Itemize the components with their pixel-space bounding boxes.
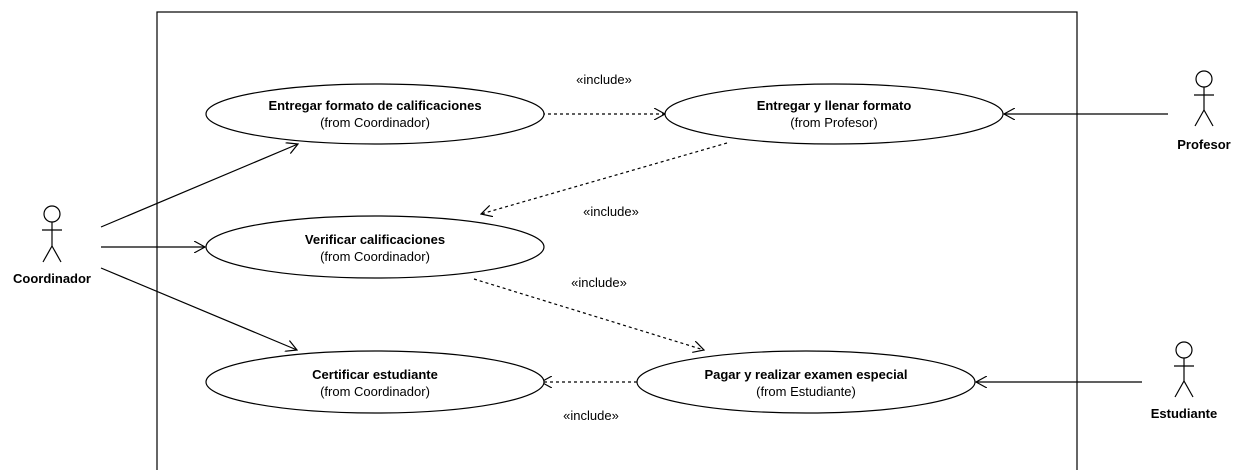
actor-label-profesor: Profesor: [1177, 137, 1230, 152]
actor-coordinador[interactable]: Coordinador: [13, 205, 91, 286]
include-label-4: «include»: [563, 408, 619, 423]
use-case-pagar[interactable]: Pagar y realizar examen especial (from E…: [636, 350, 976, 414]
use-case-title: Verificar calificaciones: [305, 232, 445, 247]
include-label-3: «include»: [571, 275, 627, 290]
actor-label-coordinador: Coordinador: [13, 271, 91, 286]
use-case-title: Entregar formato de calificaciones: [268, 98, 481, 113]
actor-label-estudiante: Estudiante: [1151, 406, 1217, 421]
use-case-subtitle: (from Coordinador): [320, 115, 430, 130]
actor-profesor[interactable]: Profesor: [1177, 70, 1231, 152]
include-label-1: «include»: [576, 72, 632, 87]
use-case-verificar[interactable]: Verificar calificaciones (from Coordinad…: [205, 215, 545, 279]
use-case-subtitle: (from Coordinador): [320, 249, 430, 264]
include-arrow-3: [473, 278, 704, 350]
use-case-entregar-formato[interactable]: Entregar formato de calificaciones (from…: [205, 83, 545, 145]
stick-figure-icon: [1194, 70, 1214, 127]
stick-figure-icon: [1174, 341, 1194, 398]
use-case-subtitle: (from Estudiante): [756, 384, 856, 399]
association-coordinador-entregar-formato: [100, 144, 298, 228]
association-coordinador-certificar: [100, 267, 297, 350]
use-case-subtitle: (from Coordinador): [320, 384, 430, 399]
use-case-title: Entregar y llenar formato: [757, 98, 912, 113]
use-case-certificar[interactable]: Certificar estudiante (from Coordinador): [205, 350, 545, 414]
include-arrow-2: [481, 142, 728, 214]
use-case-title: Certificar estudiante: [312, 367, 438, 382]
include-label-2: «include»: [583, 204, 639, 219]
actor-estudiante[interactable]: Estudiante: [1151, 341, 1217, 421]
use-case-subtitle: (from Profesor): [790, 115, 877, 130]
stick-figure-icon: [42, 205, 62, 263]
use-case-title: Pagar y realizar examen especial: [704, 367, 907, 382]
use-case-entregar-llenar[interactable]: Entregar y llenar formato (from Profesor…: [664, 83, 1004, 145]
